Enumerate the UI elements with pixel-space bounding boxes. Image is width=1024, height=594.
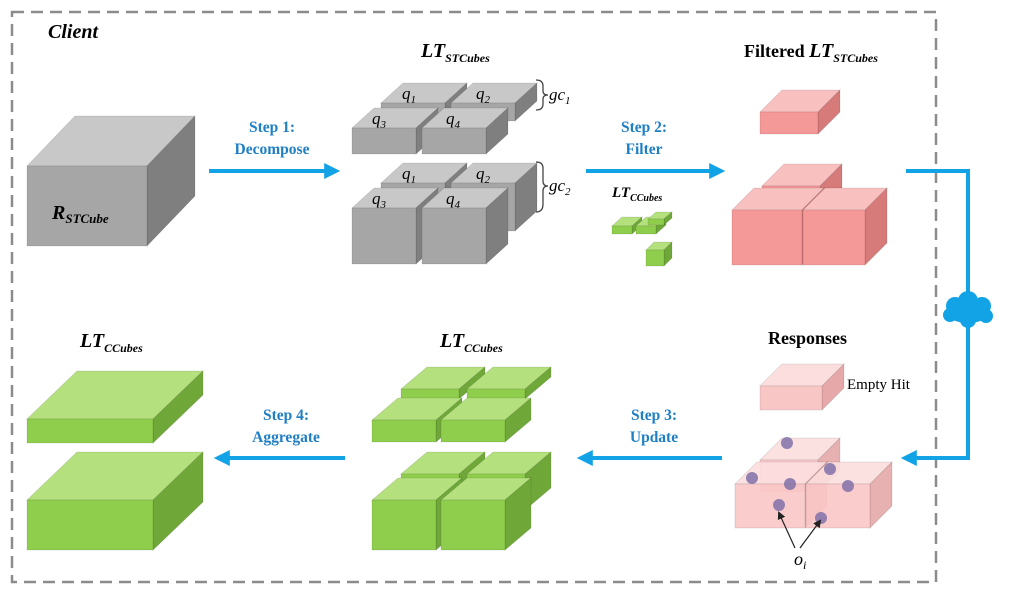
mid-green-top-4-front [440, 419, 506, 443]
r-stcube-cube-front [26, 165, 148, 247]
filtered-front-right-cube-front [802, 209, 866, 266]
small-green-4-front [645, 249, 665, 267]
empty-hit-cube [759, 363, 845, 411]
step-4-line1: Step 4: [263, 407, 309, 424]
object-dot-2 [824, 463, 836, 475]
q1-label-g1: q1 [402, 84, 416, 106]
cube-layer [26, 82, 893, 551]
mid-green-bottom-4 [439, 477, 533, 551]
step-1-line2: Decompose [235, 141, 310, 158]
step-2-line1: Step 2: [621, 119, 667, 136]
client-label: Client [48, 21, 99, 43]
q3-label-g2: q3 [372, 189, 387, 211]
filtered-front-left-cube [731, 187, 825, 266]
lt-ccubes-mid-label: LTCCubes [439, 330, 503, 355]
r-stcube-label: RSTCube [51, 202, 109, 226]
object-dot-3 [842, 480, 854, 492]
gc1-label: gc1 [549, 85, 571, 107]
pointer-oi-a [777, 511, 796, 549]
agg-green-bottom-front [26, 499, 154, 551]
g2-q4-cube [420, 187, 510, 265]
agg-green-top [26, 370, 204, 444]
small-green-3-front [647, 218, 665, 226]
g2-q4-cube-front [421, 207, 487, 265]
small-green-4 [645, 241, 673, 267]
q2-label-g2: q2 [476, 164, 491, 186]
q1-label-g2: q1 [402, 164, 416, 186]
mid-green-top-2 [465, 366, 553, 400]
q4-label-g2: q4 [446, 189, 461, 211]
object-dot-4 [784, 478, 796, 490]
filtered-top-cube-front [759, 111, 819, 135]
mid-green-top-1 [399, 366, 487, 400]
g1-q4-cube-front [421, 127, 487, 155]
filtered-top-cube [759, 89, 841, 135]
step-3-line2: Update [630, 429, 678, 446]
mid-green-top-2-front [466, 388, 526, 400]
step-3-line1: Step 3: [631, 407, 677, 424]
gc2-label: gc2 [549, 176, 571, 198]
response-front-left-cube-front [734, 483, 806, 529]
step-1-line1: Step 1: [249, 119, 295, 136]
small-green-1-front [611, 225, 633, 235]
empty-hit-cube-front [759, 385, 823, 411]
small-green-2-front [635, 225, 657, 235]
connector-from-cloud [900, 326, 970, 466]
client-frame [10, 10, 938, 584]
step-2-line2: Filter [625, 141, 662, 158]
g1-q4-cube [420, 107, 510, 155]
pointer-oi-b [799, 519, 822, 549]
q3-label-g1: q3 [372, 109, 387, 131]
agg-green-top-front [26, 418, 154, 444]
brace-gc2 [535, 161, 549, 213]
object-dot-1 [781, 437, 793, 449]
mid-green-top-1-front [400, 388, 460, 400]
empty-hit-label: Empty Hit [847, 377, 911, 393]
mid-green-top-4 [439, 397, 533, 443]
mid-green-top-3-front [371, 419, 437, 443]
connector-to-cloud [906, 169, 970, 296]
brace-gc1 [535, 79, 549, 111]
q2-label-g1: q2 [476, 84, 491, 106]
lt-ccubes-small-label: LTCCubes [611, 185, 662, 204]
q4-label-g1: q4 [446, 109, 461, 131]
object-dot-6 [773, 499, 785, 511]
filtered-lt-stcubes-label: Filtered LTSTCubes [744, 40, 878, 65]
response-front-right-cube-front [805, 483, 871, 529]
cloud-icon [943, 291, 993, 328]
small-green-1 [610, 216, 644, 235]
r-stcube-cube [26, 115, 196, 247]
lt-ccubes-left-label: LTCCubes [79, 330, 143, 355]
g1-q3-cube-front [351, 127, 417, 155]
object-dot-5 [746, 472, 758, 484]
agg-green-bottom [26, 451, 204, 551]
object-dot-7 [815, 512, 827, 524]
oi-label: oi [794, 549, 806, 572]
lt-stcubes-label: LTSTCubes [420, 40, 490, 65]
mid-green-bottom-4-front [440, 499, 506, 551]
responses-label: Responses [768, 328, 847, 348]
filtered-front-right-cube [802, 187, 888, 266]
step-4-line2: Aggregate [252, 429, 320, 446]
g2-q3-cube-front [351, 207, 417, 265]
mid-green-bottom-3-front [371, 499, 437, 551]
filtered-front-left-cube-front [731, 209, 803, 266]
small-green-3 [646, 211, 674, 226]
